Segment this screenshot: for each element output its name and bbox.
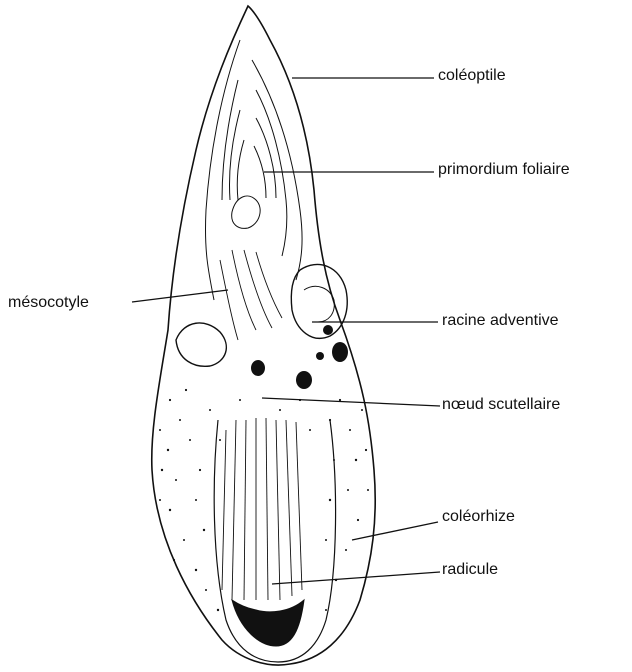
label-coleoptile: coléoptile	[438, 67, 506, 85]
node-spots	[251, 352, 324, 389]
mesocotyle-striations	[220, 250, 282, 340]
label-noeud-scutellaire: nœud scutellaire	[442, 396, 560, 414]
radicle-striations	[222, 418, 302, 600]
scutellum-stipple	[159, 389, 369, 611]
scutellum-lobe	[176, 323, 226, 366]
label-mesocotyle: mésocotyle	[8, 294, 89, 312]
leader-radicule	[272, 572, 440, 584]
label-racine-adventive: racine adventive	[442, 312, 559, 330]
label-primordium-foliaire: primordium foliaire	[438, 161, 570, 179]
adventitious-root-shape	[291, 264, 348, 362]
leader-lines	[132, 78, 440, 584]
leader-coleorhize	[352, 522, 438, 540]
radicle-cap	[232, 600, 304, 646]
label-coleorhize: coléorhize	[442, 508, 515, 526]
leader-noeud-scutellaire	[262, 398, 440, 406]
label-radicule: radicule	[442, 561, 498, 579]
